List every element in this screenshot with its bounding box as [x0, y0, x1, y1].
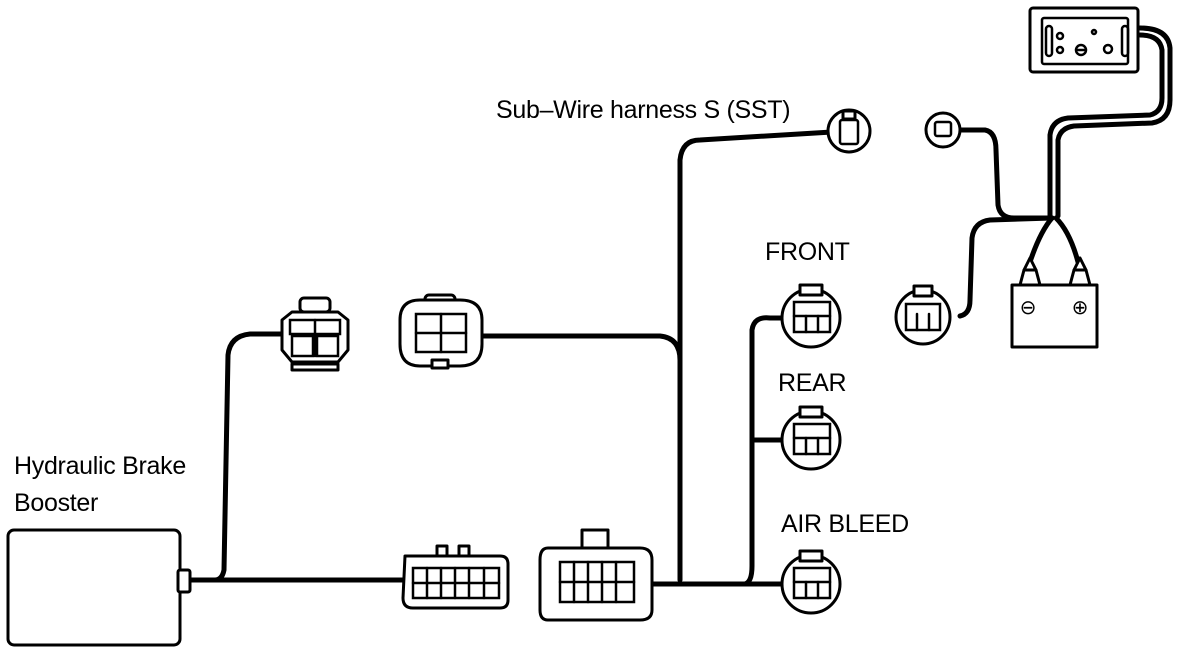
wire-control-box-b [1055, 25, 1173, 219]
wire-4pin-to-trunk [479, 333, 683, 363]
wire-booster-main [187, 331, 285, 583]
rear-connector [780, 405, 842, 471]
hydraulic-brake-booster [6, 528, 192, 647]
connector-4pin-middle [398, 293, 484, 370]
small-connector-top [924, 111, 962, 149]
sub-wire-harness-label: Sub–Wire harness S (SST) [496, 96, 791, 124]
wire-top-connector [955, 127, 1055, 221]
battery-negative-icon: ⊖ [1020, 295, 1037, 319]
front-connector [780, 283, 842, 349]
air-bleed-connector [780, 549, 842, 615]
wire-control-box-a [1047, 32, 1165, 219]
booster-label-line1: Hydraulic Brake [14, 452, 186, 480]
wire-harness [187, 25, 1173, 587]
air-bleed-label: AIR BLEED [781, 510, 909, 538]
wire-battery-neg [1027, 215, 1055, 265]
round-connector-right [894, 284, 952, 346]
connector-multipin-a [401, 544, 510, 610]
wire-trunk-vertical [677, 129, 835, 583]
battery-positive-icon: ⊕ [1072, 295, 1089, 319]
battery: ⊖ ⊕ [1010, 256, 1099, 349]
front-label: FRONT [765, 238, 850, 266]
wire-battery-pos [1053, 215, 1081, 265]
booster-label-line2: Booster [14, 489, 99, 517]
rear-label: REAR [778, 369, 847, 397]
sub-wire-harness-connector [826, 108, 872, 154]
tester-control-box [1028, 6, 1140, 74]
wire-valve-branch [742, 315, 788, 587]
connector-multipin-b [538, 528, 654, 622]
connector-4pin-left [280, 296, 350, 372]
wire-round-connector [957, 215, 1055, 319]
